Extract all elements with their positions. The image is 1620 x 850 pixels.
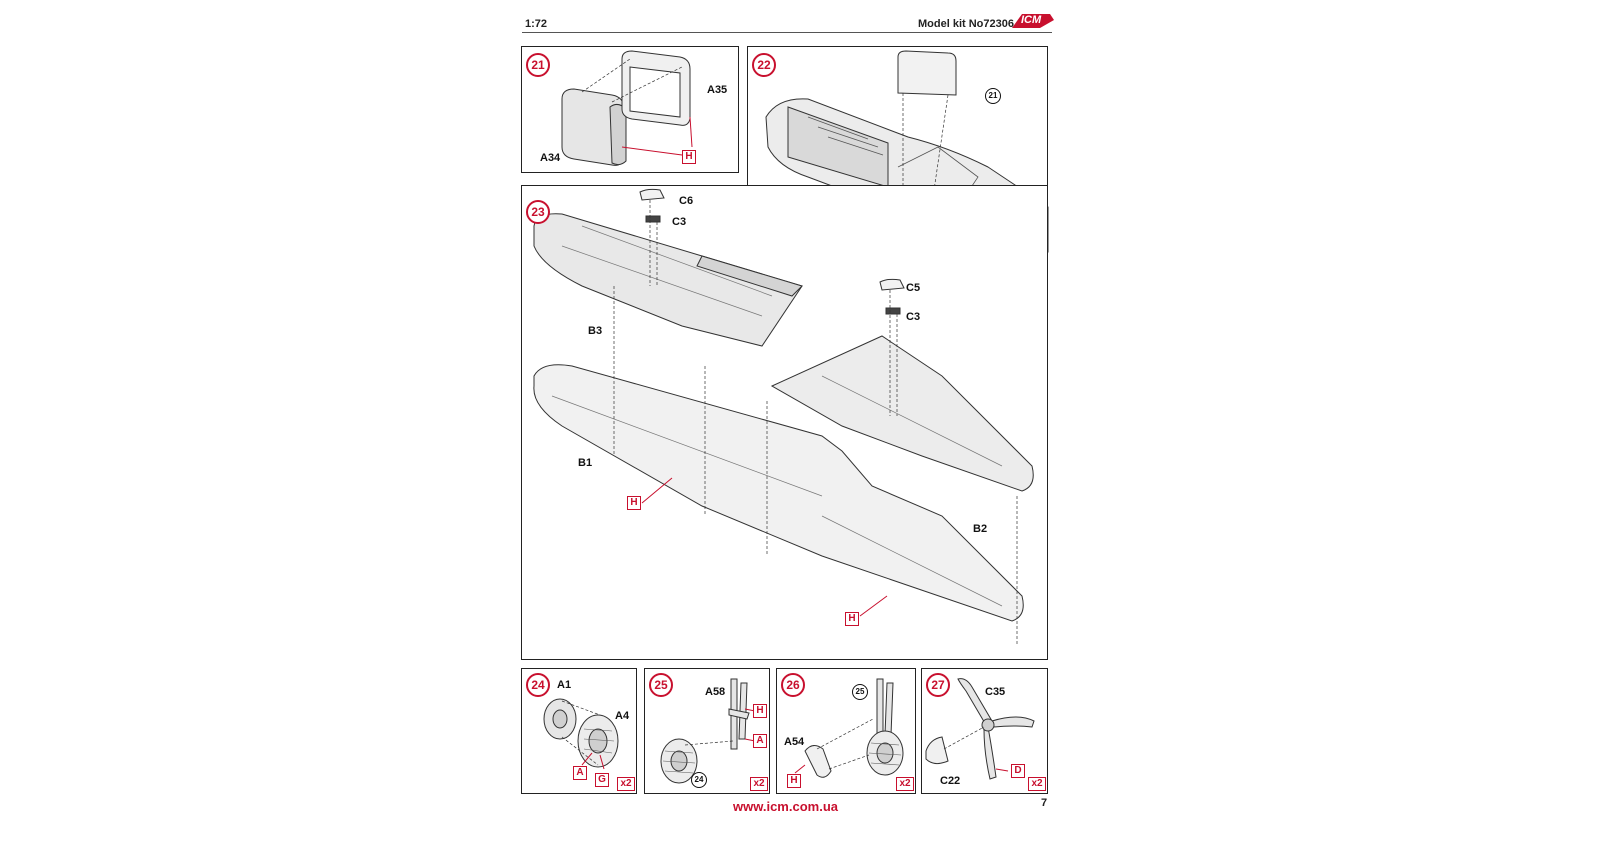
step-27-number: 27: [926, 673, 950, 697]
step-25-drawing: [660, 678, 756, 784]
ref-step-25-icon: 25: [852, 684, 868, 700]
step-25-number: 25: [649, 673, 673, 697]
step-26-panel: 26 25 A54 H x2: [776, 668, 916, 794]
step-26-drawing: [794, 678, 904, 778]
step-21-number: 21: [526, 53, 550, 77]
qty-x2-marker: x2: [750, 777, 768, 791]
paint-a-marker: A: [753, 734, 767, 748]
header-rule: [522, 32, 1052, 33]
step-24-number: 24: [526, 673, 550, 697]
step-22-number: 22: [752, 53, 776, 77]
step-21-drawing: [561, 50, 693, 166]
qty-x2-marker: x2: [1028, 777, 1046, 791]
part-a35-label: A35: [707, 84, 728, 96]
part-c3-right-label: C3: [906, 311, 921, 323]
glue-h-marker-left: H: [627, 496, 641, 510]
part-a58-label: A58: [705, 686, 726, 698]
part-c6-label: C6: [679, 195, 694, 207]
glue-h-marker: H: [753, 704, 767, 718]
paint-d-marker: D: [1011, 764, 1025, 778]
step-27-panel: 27 C35 C22 D x2: [921, 668, 1048, 794]
ref-step-24-icon: 24: [691, 772, 707, 788]
qty-x2-marker: x2: [617, 777, 635, 791]
page-number: 7: [1041, 797, 1048, 809]
step-24-panel: 24 A1 A4 A G x2: [521, 668, 637, 794]
step-24-drawing: [543, 698, 619, 770]
glue-h-marker: H: [787, 774, 801, 788]
part-c35-label: C35: [985, 686, 1006, 698]
part-a4-label: A4: [615, 710, 630, 722]
part-b2-label: B2: [973, 523, 988, 535]
step-27-drawing: [925, 678, 1035, 780]
paint-g-marker: G: [595, 773, 609, 787]
glue-h-marker-right: H: [845, 612, 859, 626]
footer-url-link[interactable]: www.icm.com.ua: [733, 799, 838, 814]
part-c22-label: C22: [940, 775, 961, 787]
part-c5-label: C5: [906, 282, 921, 294]
step-23-drawing: [533, 188, 1034, 646]
part-a34-label: A34: [540, 152, 561, 164]
logo-text: ICM: [1021, 14, 1042, 26]
part-c3-label: C3: [672, 216, 687, 228]
step-23-number: 23: [526, 200, 550, 224]
model-kit-label: Model kit No72306: [918, 18, 1014, 30]
paint-a-marker: A: [573, 766, 587, 780]
step-23-panel: 23 C6 C3 C5 C3 B3 B1 B2 H H: [521, 185, 1048, 660]
glue-h-marker: H: [682, 150, 696, 164]
part-a54-label: A54: [784, 736, 805, 748]
step-26-number: 26: [781, 673, 805, 697]
step-25-panel: 25 A58 H A 24 x2: [644, 668, 770, 794]
part-a1-label: A1: [557, 679, 572, 691]
step-21-panel: 21 A35 A34 H: [521, 46, 739, 173]
scale-label: 1:72: [525, 18, 548, 30]
ref-step-21-icon: 21: [985, 88, 1001, 104]
qty-x2-marker: x2: [896, 777, 914, 791]
part-b1-label: B1: [578, 457, 593, 469]
part-b3-label: B3: [588, 325, 603, 337]
icm-logo: ICM: [1010, 10, 1056, 32]
